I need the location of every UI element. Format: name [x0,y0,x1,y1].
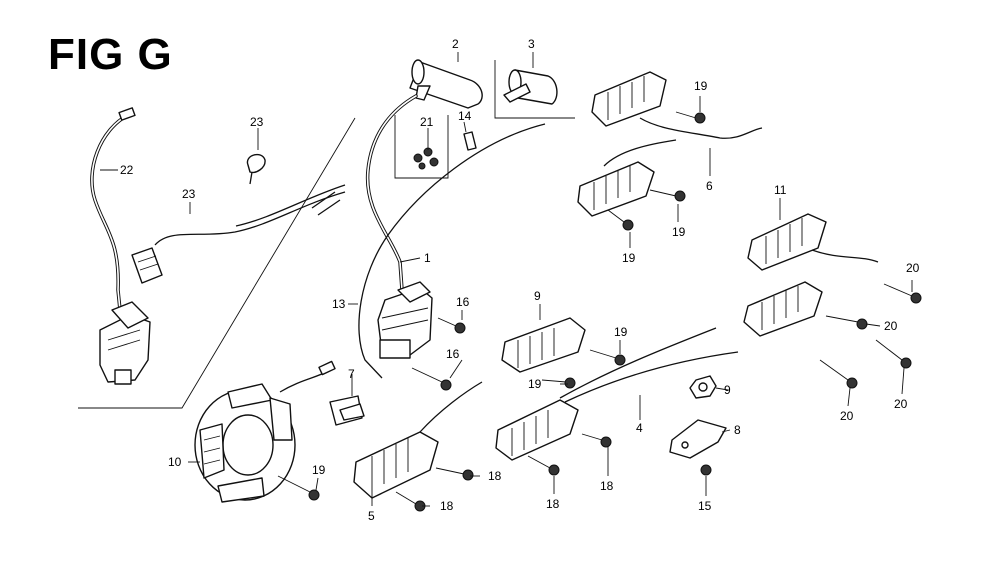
wire-lead[interactable] [131,184,346,284]
ht-lead-wire[interactable] [358,94,546,379]
callout-18-d: 19 [614,325,628,339]
callout-21: 22 [120,163,134,177]
callout-20: 21 [420,115,434,129]
charge-coil-6-upper[interactable] [591,71,763,139]
callout-16-b: 16 [446,347,460,361]
callout-18-b: 19 [672,225,686,239]
callout-6: 6 [706,179,713,193]
figure-title: FIG G [48,30,173,79]
charge-coil-12b[interactable] [743,281,823,337]
mount-plate[interactable] [669,419,727,459]
mounting-bracket[interactable] [329,395,365,426]
charge-coil-6-lower[interactable] [577,139,677,217]
callout-2: 2 [452,37,459,51]
callout-17-b: 18 [440,499,454,513]
callout-17-c: 18 [546,497,560,511]
callout-11: 10 [168,455,182,469]
ignition-coil[interactable] [377,281,433,359]
callout-leaders [100,52,913,507]
callout-16-a: 16 [456,295,470,309]
callout-14: 14 [458,109,472,123]
charge-coil-10[interactable] [501,317,586,373]
callout-18-a: 19 [694,79,708,93]
callout-18-f: 19 [312,463,326,477]
callout-15: 15 [698,499,712,513]
callout-23: 23 [250,115,264,129]
callout-3: 3 [528,37,535,51]
small-clip[interactable] [463,131,477,151]
callout-9: 9 [724,383,731,397]
callout-labels: 2 3 23 21 14 22 23 1 13 19 6 19 19 11 9 … [120,37,920,523]
stator[interactable] [194,360,336,503]
exciter-coil-4[interactable] [495,327,739,461]
spark-plug-cap[interactable] [409,59,483,109]
callout-10: 9 [534,289,541,303]
charge-coil-12[interactable] [747,213,879,271]
section-divider [78,60,575,409]
ignition-module[interactable] [99,301,151,385]
spark-plug-cap-alt[interactable] [503,69,558,105]
lighting-coil-5[interactable] [353,381,483,499]
wire-clip[interactable] [246,153,266,185]
callout-22: 23 [182,187,196,201]
nut-set[interactable] [413,147,439,170]
callout-1: 1 [424,251,431,265]
nut-9[interactable] [689,375,717,399]
callout-19-a: 20 [906,261,920,275]
callout-4: 4 [636,421,643,435]
callout-19-b: 20 [884,319,898,333]
callout-7: 7 [348,367,355,381]
wire-harness-tube[interactable] [90,107,136,312]
callout-17-d: 18 [600,479,614,493]
callout-17-a: 18 [488,469,502,483]
callout-19-d: 20 [894,397,908,411]
callout-19-c: 20 [840,409,854,423]
callout-18-c: 19 [622,251,636,265]
callout-18-e: 19 [528,377,542,391]
bolt-group[interactable] [277,111,922,512]
callout-13: 13 [332,297,346,311]
callout-12: 11 [774,183,787,197]
callout-8: 8 [734,423,741,437]
callout-5: 5 [368,509,375,523]
